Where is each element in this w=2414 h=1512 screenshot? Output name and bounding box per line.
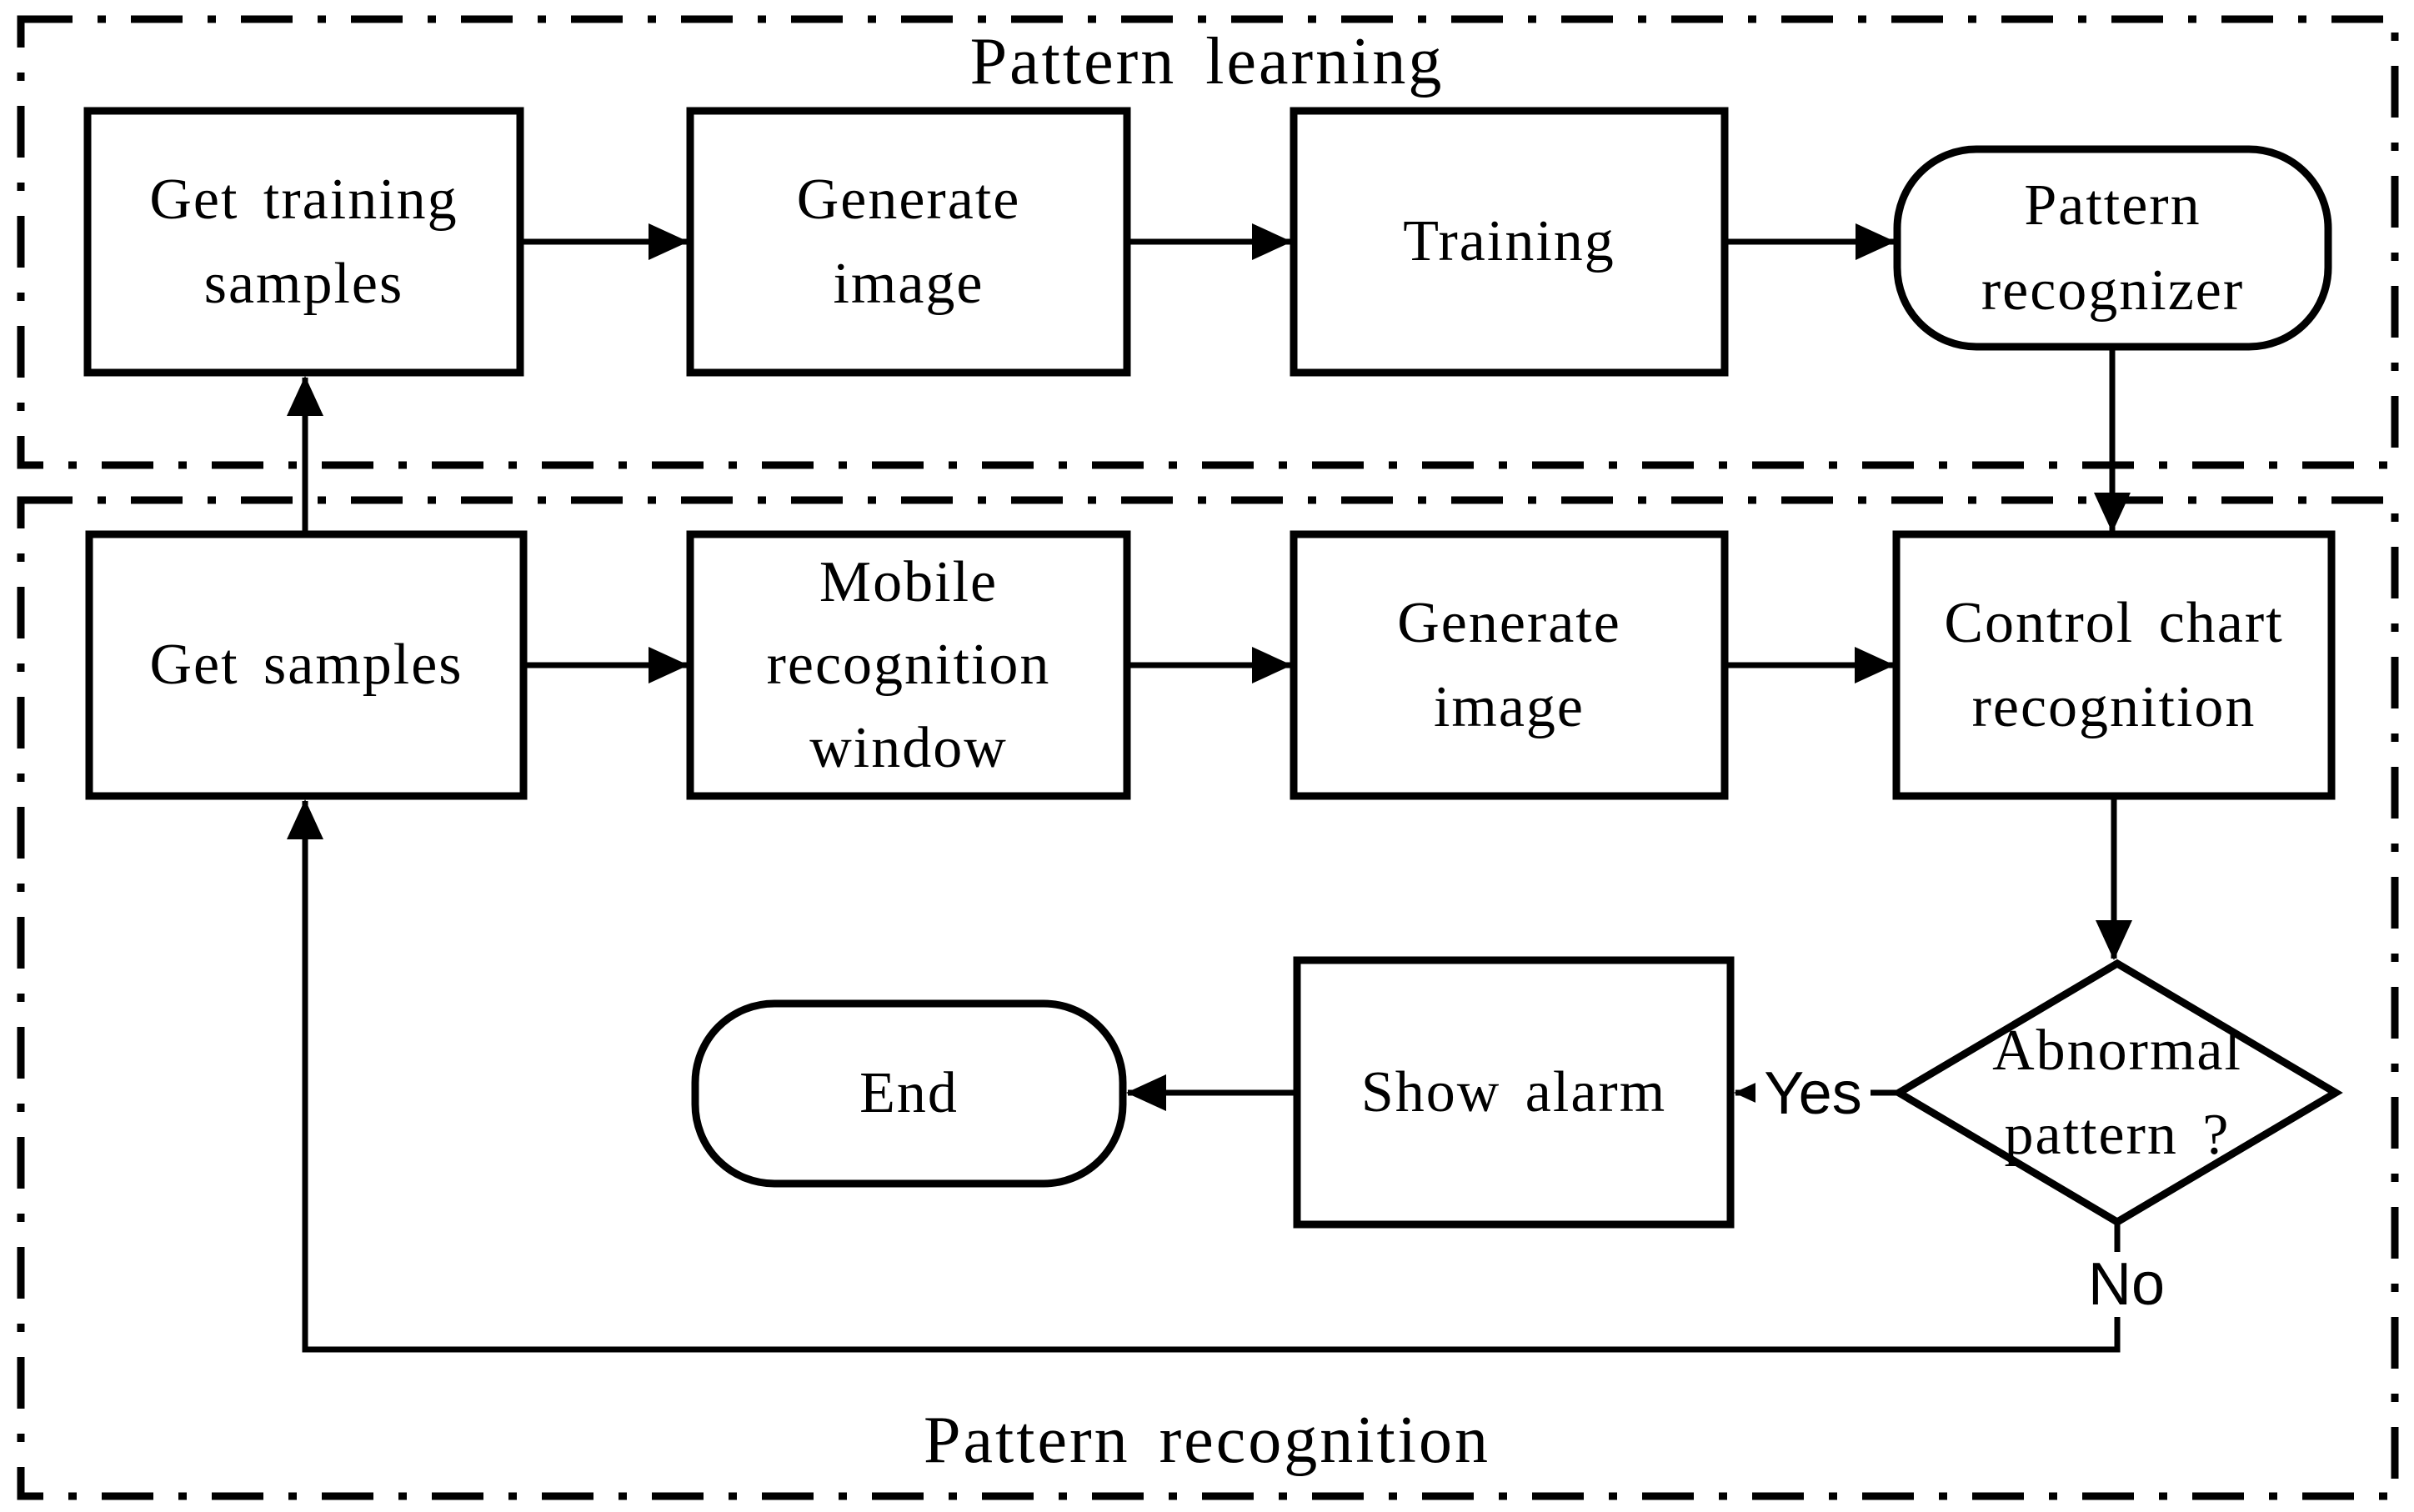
generate-image-recognition-label: Generate image xyxy=(1397,590,1621,740)
end-shape xyxy=(691,999,1127,1188)
generate-image-learning-shape xyxy=(686,107,1131,377)
get-training-samples-label: Get training samples xyxy=(149,167,458,317)
pattern-recognition-boundary xyxy=(17,496,2399,1500)
show-alarm-label: Show alarm xyxy=(1360,1059,1667,1124)
generate-image-recognition-shape xyxy=(1290,530,1729,800)
generate-image-learning-label: Generate image xyxy=(796,167,1021,317)
end-label: End xyxy=(859,1061,959,1126)
pattern-recognition-title: Pattern recognition xyxy=(924,1403,1490,1477)
training-label: Training xyxy=(1403,209,1615,274)
mobile-recognition-window-shape xyxy=(686,530,1131,800)
pattern-recognizer-label: Pattern recognizer xyxy=(1981,173,2245,323)
control-chart-recognition-shape xyxy=(1892,530,2336,800)
yes-edge-label: Yes xyxy=(1755,1060,1871,1127)
pattern-learning-title: Pattern learning xyxy=(969,24,1445,98)
get-samples-label: Get samples xyxy=(149,633,463,698)
abnormal-pattern-decision-label: Abnormal pattern ? xyxy=(1992,1018,2242,1168)
no-edge-label: No xyxy=(2077,1251,2176,1318)
control-chart-recognition-label: Control chart recognition xyxy=(1944,590,2284,740)
mobile-recognition-window-label: Mobile recognition window xyxy=(766,549,1051,780)
pattern-learning-boundary xyxy=(17,15,2399,469)
